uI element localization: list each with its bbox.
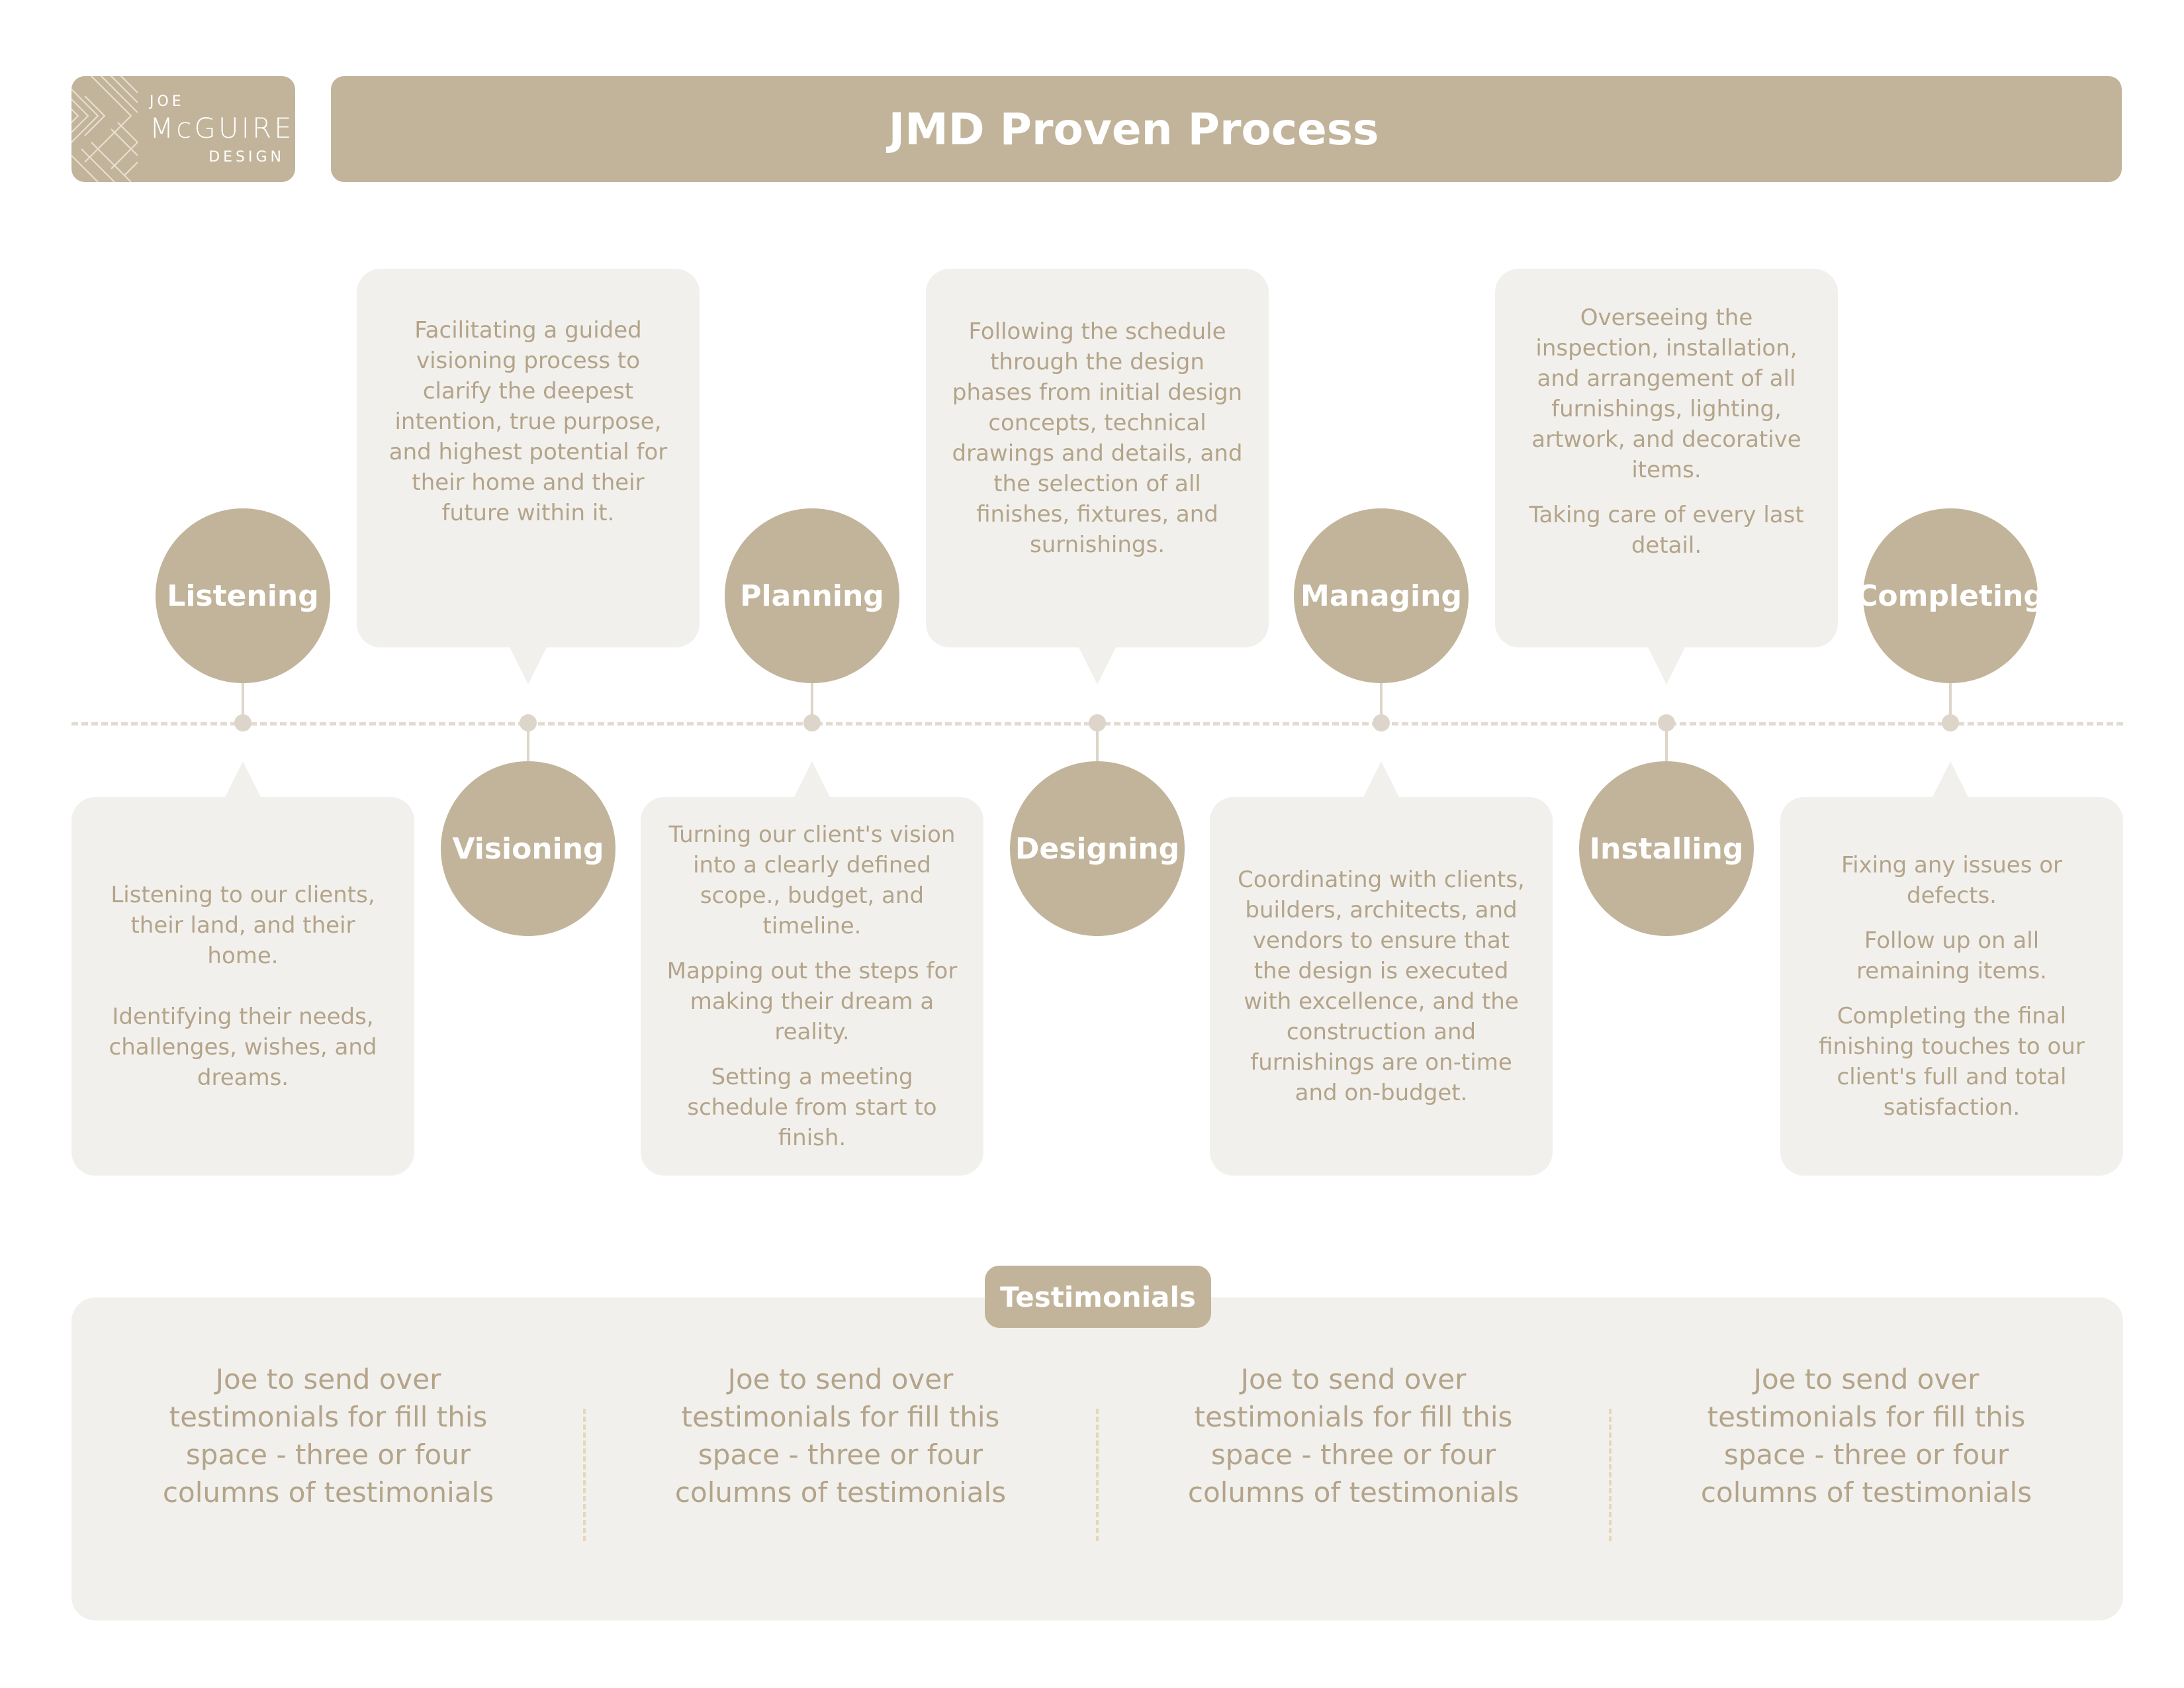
step-text: Identifying their needs, challenges, wis…: [109, 1004, 377, 1091]
timeline-stem: [1949, 683, 1952, 723]
title-bar: JMD Proven Process: [331, 76, 2122, 182]
step-text: Fixing any issues or defects.: [1841, 852, 2062, 909]
step-circle-installing: Installing: [1579, 761, 1754, 936]
timeline-dot: [803, 714, 821, 731]
timeline-stem: [1380, 683, 1383, 723]
step-text: Listening to our clients, their land, an…: [111, 882, 375, 969]
testimonial-divider: [1609, 1409, 1612, 1541]
logo-pattern-icon: [71, 76, 138, 182]
timeline-stem: [1665, 723, 1668, 763]
step-text: Following the schedule through the desig…: [952, 318, 1243, 558]
step-text: Follow up on all remaining items.: [1856, 927, 2047, 984]
step-text: Mapping out the steps for making their d…: [666, 958, 958, 1045]
page-title: JMD Proven Process: [888, 103, 1379, 155]
testimonial-text: Joe to send over testimonials for fill t…: [1700, 1363, 2032, 1509]
timeline-stem: [242, 683, 244, 723]
step-text: Turning our client's vision into a clear…: [668, 821, 956, 939]
step-circle-visioning: Visioning: [441, 761, 615, 936]
card-pointer: [1079, 647, 1116, 684]
testimonials-label: Testimonials: [985, 1266, 1211, 1328]
card-pointer: [224, 761, 261, 798]
step-text: Facilitating a guided visioning process …: [388, 317, 668, 526]
step-card-visioning: Facilitating a guided visioning process …: [357, 269, 700, 647]
step-text: Coordinating with clients, builders, arc…: [1238, 867, 1525, 1106]
step-circle-managing: Managing: [1294, 508, 1469, 683]
step-card-listening: Listening to our clients, their land, an…: [71, 797, 414, 1176]
card-pointer: [1648, 647, 1685, 684]
card-pointer: [1932, 761, 1969, 798]
card-pointer: [794, 761, 831, 798]
testimonial-text: Joe to send over testimonials for fill t…: [1187, 1363, 1520, 1509]
company-logo: JOE McGUIRE DESIGN: [71, 76, 295, 182]
step-circle-designing: Designing: [1010, 761, 1185, 936]
step-text: Overseeing the inspection, installation,…: [1531, 305, 1801, 483]
timeline-dot: [234, 714, 251, 731]
logo-line-1: JOE: [150, 93, 185, 110]
step-circle-planning: Planning: [725, 508, 899, 683]
step-card-managing: Coordinating with clients, builders, arc…: [1210, 797, 1553, 1176]
card-pointer: [510, 647, 547, 684]
step-card-designing: Following the schedule through the desig…: [926, 269, 1269, 647]
testimonial-text: Joe to send over testimonials for fill t…: [162, 1363, 494, 1509]
step-circle-completing: Completing: [1856, 508, 2044, 683]
timeline-stem: [1096, 723, 1099, 763]
logo-line-3: DESIGN: [208, 149, 285, 165]
step-card-completing: Fixing any issues or defects. Follow up …: [1780, 797, 2123, 1176]
timeline-stem: [811, 683, 813, 723]
testimonial-divider: [1096, 1409, 1099, 1541]
card-pointer: [1363, 761, 1400, 798]
testimonial-text: Joe to send over testimonials for fill t…: [674, 1363, 1007, 1509]
step-text: Completing the final finishing touches t…: [1819, 1003, 2085, 1121]
testimonial-divider: [583, 1409, 586, 1541]
step-text: Taking care of every last detail.: [1529, 502, 1804, 559]
step-circle-listening: Listening: [156, 508, 330, 683]
timeline-stem: [527, 723, 529, 763]
timeline-dot: [1942, 714, 1959, 731]
timeline-dot: [1373, 714, 1390, 731]
step-text: Setting a meeting schedule from start to…: [687, 1064, 937, 1151]
step-card-planning: Turning our client's vision into a clear…: [641, 797, 983, 1176]
logo-line-2: McGUIRE: [150, 112, 295, 144]
step-card-installing: Overseeing the inspection, installation,…: [1495, 269, 1838, 647]
